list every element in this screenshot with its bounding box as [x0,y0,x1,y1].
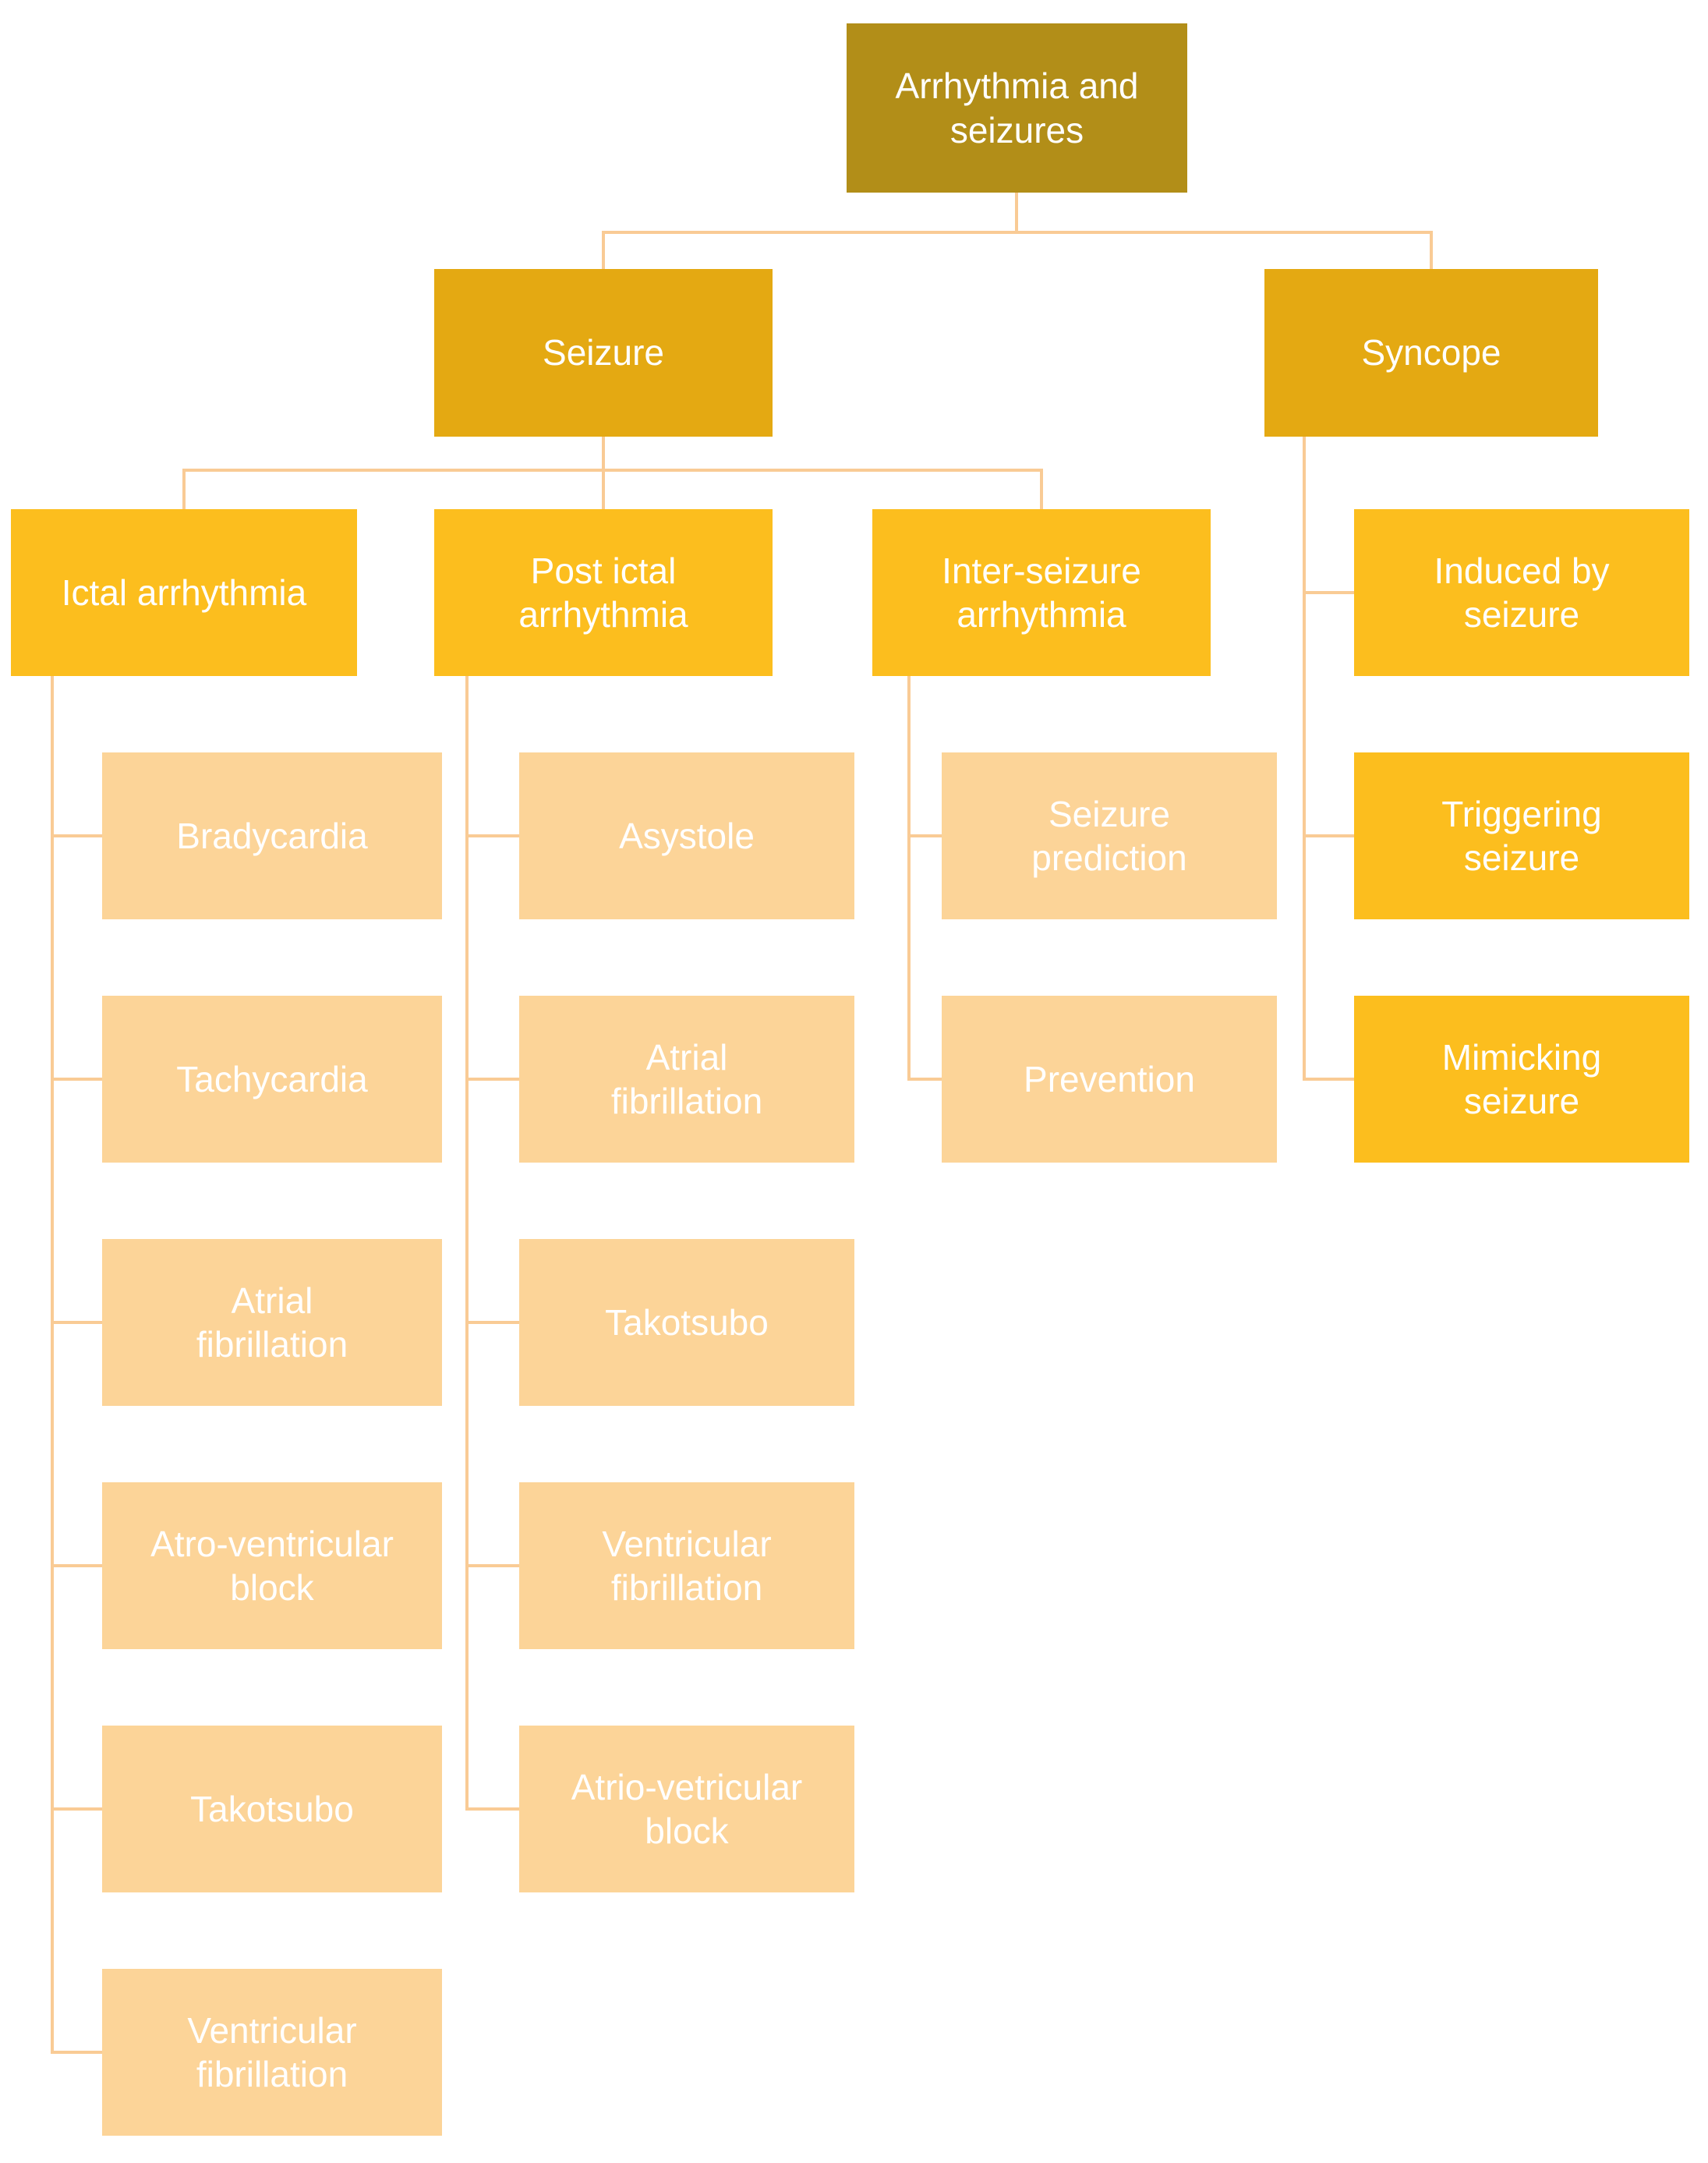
node-seizure-prediction: Seizure prediction [942,752,1277,919]
node-induced-by-seizure: Induced by seizure [1354,509,1689,676]
node-tachycardia: Tachycardia [102,996,442,1163]
node-ventricular-fibrillation-2: Ventricular fibrillation [519,1482,854,1649]
connector-seizure-stem [602,437,605,472]
connector-col4-stub2 [1303,1078,1354,1081]
connector-col2-stub4 [465,1564,519,1567]
node-atrial-fibrillation-1: Atrial fibrillation [102,1239,442,1406]
connector-col4-stub1 [1303,834,1354,837]
node-arrhythmia-and-seizures: Arrhythmia and seizures [847,23,1187,193]
connector-drop-seizure [602,231,605,269]
connector-col4-line [1303,437,1306,1081]
connector-col1-stub2 [51,1078,102,1081]
connector-root-stem [1015,193,1018,232]
connector-col1-stub3 [51,1321,102,1324]
node-ventricular-fibrillation-1: Ventricular fibrillation [102,1969,442,2136]
connector-col2-stub3 [465,1321,519,1324]
connector-col1-line [51,676,54,2054]
node-triggering-seizure: Triggering seizure [1354,752,1689,919]
connector-col2-stub1 [465,834,519,837]
connector-col2-line [465,676,469,1811]
connector-col2-stub2 [465,1078,519,1081]
connector-col3-stub1 [907,834,942,837]
node-seizure: Seizure [434,269,773,437]
node-takotsubo-2: Takotsubo [519,1239,854,1406]
connector-drop-interseizure [1040,469,1043,509]
connector-col3-line [907,676,911,1081]
connector-col1-stub1 [51,834,102,837]
connector-drop-ictal [182,469,186,509]
node-atrio-vetricular-block: Atrio-vetricular block [519,1726,854,1892]
node-ictal-arrhythmia: Ictal arrhythmia [11,509,357,676]
connector-col4-stub0 [1303,591,1354,594]
connector-seizure-branch [182,469,1043,472]
node-atrial-fibrillation-2: Atrial fibrillation [519,996,854,1163]
node-takotsubo-1: Takotsubo [102,1726,442,1892]
connector-col1-stub6 [51,2051,102,2054]
node-post-ictal-arrhythmia: Post ictal arrhythmia [434,509,773,676]
connector-drop-syncope [1430,231,1433,269]
connector-col1-stub5 [51,1807,102,1811]
connector-drop-postictal [602,469,605,509]
node-bradycardia: Bradycardia [102,752,442,919]
node-inter-seizure-arrhythmia: Inter-seizure arrhythmia [872,509,1211,676]
node-mimicking-seizure: Mimicking seizure [1354,996,1689,1163]
connector-col3-stub2 [907,1078,942,1081]
node-asystole: Asystole [519,752,854,919]
node-atro-ventricular-block: Atro-ventricular block [102,1482,442,1649]
node-syncope: Syncope [1264,269,1598,437]
connector-col1-stub4 [51,1564,102,1567]
connector-top-branch [603,231,1433,234]
connector-col2-stub5 [465,1807,519,1811]
node-prevention: Prevention [942,996,1277,1163]
